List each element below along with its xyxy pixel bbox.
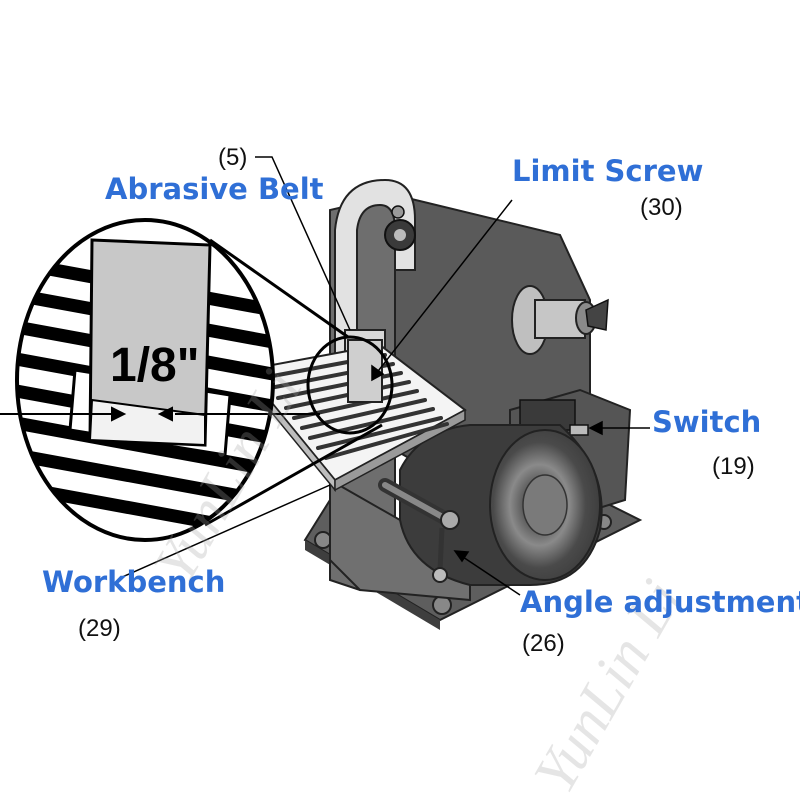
angle-adjustment-number: (26)	[522, 630, 565, 657]
abrasive-belt-label: Abrasive Belt	[105, 172, 324, 206]
motor	[399, 424, 603, 586]
detail-circle	[306, 335, 394, 435]
workbench-number: (29)	[78, 615, 121, 642]
switch-label: Switch	[652, 405, 762, 439]
gap-measurement-label: 1/8"	[110, 339, 200, 392]
angle-adjustment-label: Angle adjustment	[520, 585, 800, 619]
leader-lines	[119, 156, 650, 596]
workbench-label: Workbench	[42, 565, 226, 599]
limit-screw-label: Limit Screw	[512, 154, 704, 188]
limit-screw-assembly	[511, 285, 609, 355]
magnifier-callout	[15, 218, 275, 542]
abrasive-belt-number: (5)	[218, 144, 248, 171]
gap-measurement-arrows	[0, 406, 320, 422]
switch-number: (19)	[712, 453, 755, 480]
limit-screw-number: (30)	[640, 194, 683, 221]
angle-adjustment-handle	[378, 478, 460, 583]
